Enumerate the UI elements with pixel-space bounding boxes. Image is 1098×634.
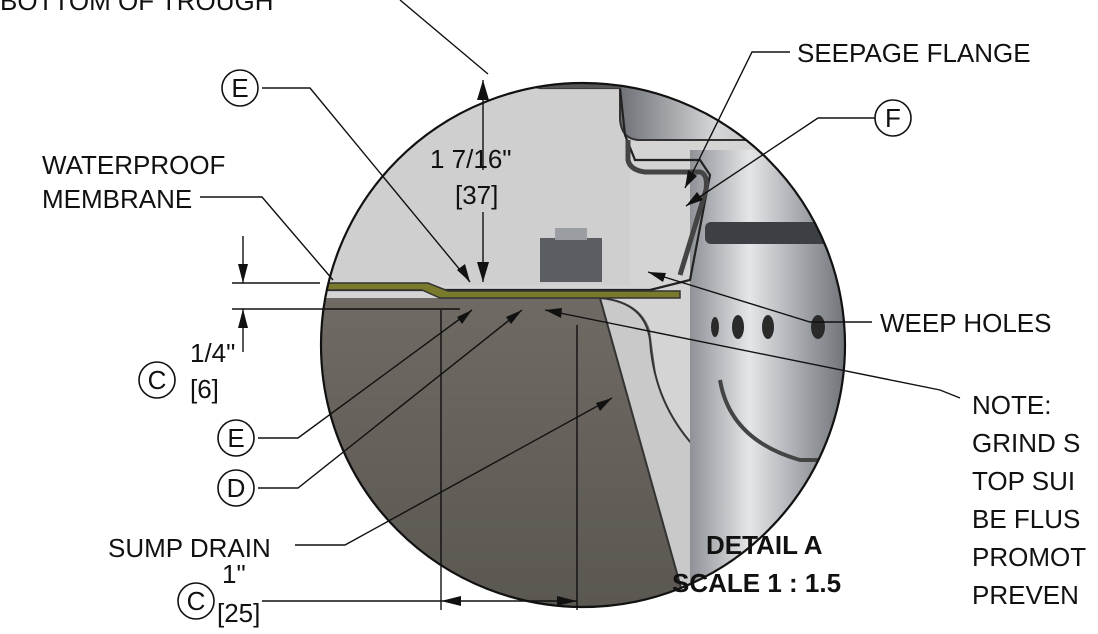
arrow-icon	[238, 309, 248, 328]
leader-e-bottom	[258, 309, 473, 439]
drain-inner-edge	[718, 379, 845, 462]
note-title: NOTE:	[972, 390, 1051, 420]
leader-weep-holes	[647, 271, 872, 323]
bubble-c-left: C	[138, 361, 176, 399]
seepage-flange	[625, 140, 709, 276]
detail-title: DETAIL A	[706, 530, 823, 560]
waterproof-membrane	[321, 282, 681, 299]
leader-sump-drain	[295, 397, 613, 546]
leader-d	[258, 309, 523, 489]
bubble-e-top: E	[221, 69, 259, 107]
note-line: GRIND S	[972, 428, 1080, 458]
arrow-icon	[686, 192, 703, 206]
bubble-e-bottom: E	[217, 419, 255, 457]
note-line: BE FLUS	[972, 504, 1080, 534]
label-sump-drain: SUMP DRAIN	[108, 533, 271, 563]
bubble-f: F	[874, 99, 912, 137]
label-seepage-flange: SEEPAGE FLANGE	[797, 38, 1031, 68]
arrow-icon	[238, 264, 248, 283]
arrow-icon	[457, 310, 472, 324]
arrow-icon	[477, 262, 489, 282]
bolt-head	[540, 238, 602, 282]
leader-bottom-of-trough	[399, 0, 489, 75]
trough-bottom-edge	[399, 83, 622, 89]
svg-text:C: C	[187, 586, 206, 616]
leader-note	[544, 309, 961, 399]
leader-e-top	[262, 87, 471, 283]
weep-hole	[732, 315, 744, 339]
bubble-c-bottom: C	[177, 582, 215, 620]
top-flange	[619, 83, 845, 141]
arrow-icon	[685, 170, 697, 188]
detail-circle	[319, 81, 847, 609]
dim-width-mm: [25]	[217, 598, 260, 628]
leader-seepage-flange	[684, 51, 790, 189]
arrow-icon	[477, 80, 489, 100]
arrow-icon	[506, 310, 522, 324]
bolt-top	[555, 228, 587, 240]
label-waterproof-1: WATERPROOF	[42, 150, 225, 180]
svg-text:D: D	[227, 473, 246, 503]
bubble-d: D	[217, 469, 255, 507]
weep-hole	[711, 317, 719, 337]
arrow-icon	[557, 596, 577, 606]
svg-text:E: E	[227, 423, 244, 453]
arrow-icon	[596, 398, 612, 411]
dim-width-in: 1"	[222, 559, 246, 589]
note-line: TOP SUI	[972, 466, 1075, 496]
dim-gap-mm: [6]	[190, 374, 219, 404]
svg-text:C: C	[148, 365, 167, 395]
arrow-icon	[457, 264, 470, 282]
label-bottom-of-trough: BOTTOM OF TROUGH	[0, 0, 273, 16]
cylinder-band	[705, 222, 845, 244]
arrow-icon	[545, 308, 562, 318]
detail-scale: SCALE 1 : 1.5	[672, 568, 841, 598]
dim-gap-in: 1/4"	[190, 338, 235, 368]
svg-text:E: E	[231, 73, 248, 103]
arrow-icon	[441, 596, 461, 606]
weep-hole	[811, 315, 825, 339]
leader-waterproof	[200, 196, 334, 281]
dim-height-mm: [37]	[455, 180, 498, 210]
note-line: PROMOT	[972, 542, 1086, 572]
dim-height-in: 1 7/16"	[430, 144, 512, 174]
arrow-icon	[648, 272, 666, 282]
note-line: PREVEN	[972, 580, 1079, 610]
leader-f	[685, 117, 876, 207]
svg-text:F: F	[885, 103, 901, 133]
weep-hole	[762, 315, 774, 339]
label-waterproof-2: MEMBRANE	[42, 184, 192, 214]
label-weep-holes: WEEP HOLES	[880, 308, 1051, 338]
